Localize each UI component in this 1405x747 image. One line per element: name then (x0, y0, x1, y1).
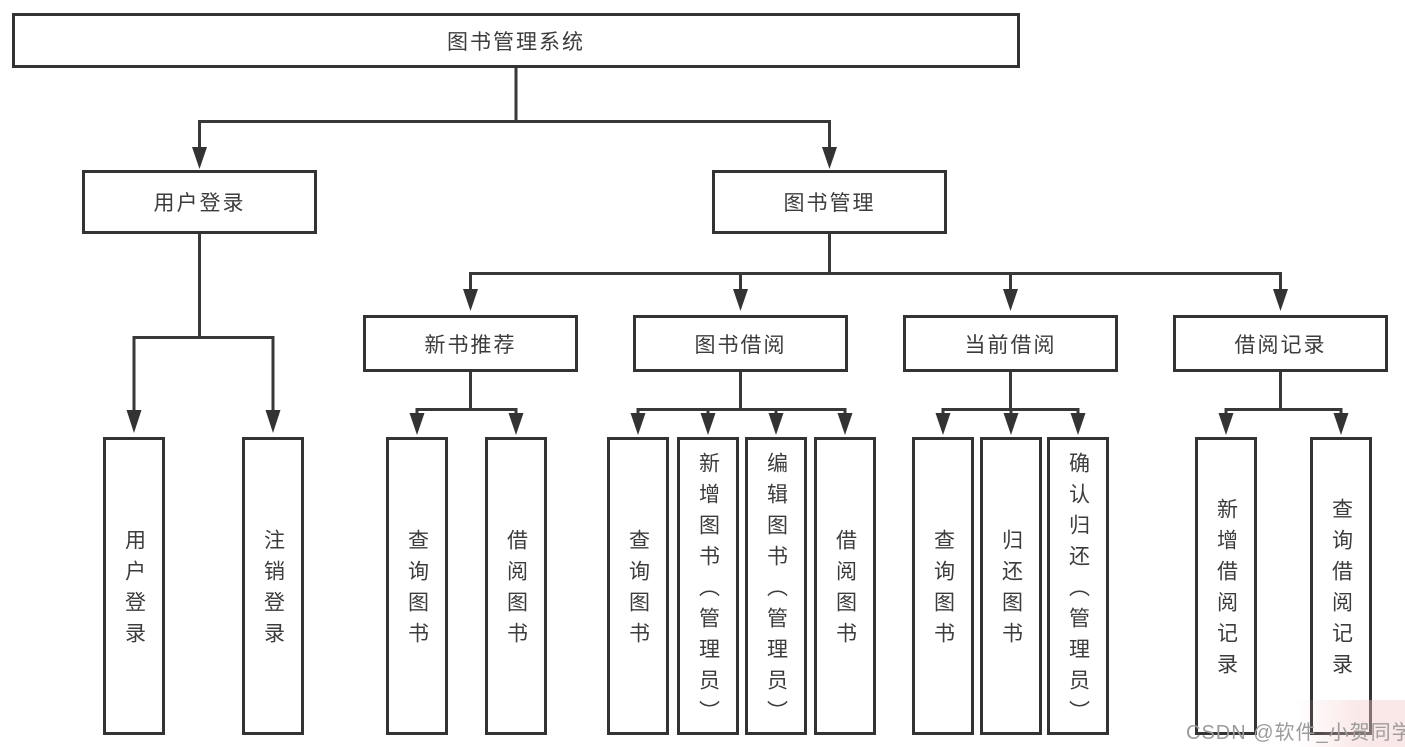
arrowheads (126, 147, 1349, 435)
node-label: 新增图书（管理员） (696, 451, 720, 731)
node-label: 当前借阅 (964, 333, 1057, 357)
node-current-borrowing: 当前借阅 (903, 315, 1118, 372)
node-label: 编辑图书（管理员） (764, 451, 788, 731)
leaf-logout: 注销登录 (242, 437, 304, 735)
leaf-return-book: 归还图书 (980, 437, 1042, 735)
leaf-add-book-admin: 新增图书（管理员） (677, 437, 739, 735)
node-label: 借阅图书 (504, 529, 528, 653)
watermark: CSDN @软件_小贺同学 (1186, 722, 1405, 744)
node-label: 新增借阅记录 (1214, 498, 1238, 684)
leaf-user-login: 用户登录 (103, 437, 165, 735)
leaf-borrow-books-1: 借阅图书 (485, 437, 547, 735)
node-label: 确认归还（管理员） (1066, 451, 1090, 731)
node-label: 借阅图书 (833, 529, 857, 653)
leaf-borrow-books-2: 借阅图书 (814, 437, 876, 735)
node-label: 图书借阅 (694, 333, 787, 357)
node-label: 新书推荐 (424, 333, 517, 357)
node-label: 查询图书 (931, 529, 955, 653)
node-label: 查询图书 (626, 529, 650, 653)
leaf-confirm-return-admin: 确认归还（管理员） (1047, 437, 1109, 735)
node-label: 用户登录 (153, 192, 246, 215)
node-label: 查询图书 (405, 529, 429, 653)
node-book-management: 图书管理 (712, 170, 947, 234)
node-label: 注销登录 (261, 529, 285, 653)
leaf-query-borrow-record: 查询借阅记录 (1310, 437, 1372, 735)
node-system-root: 图书管理系统 (12, 13, 1020, 68)
leaf-edit-book-admin: 编辑图书（管理员） (745, 437, 807, 735)
leaf-query-books-1: 查询图书 (386, 437, 448, 735)
node-label: 图书管理 (783, 192, 876, 215)
leaf-add-borrow-record: 新增借阅记录 (1195, 437, 1257, 735)
leaf-query-books-3: 查询图书 (912, 437, 974, 735)
node-book-borrowing: 图书借阅 (633, 315, 848, 372)
node-label: 归还图书 (999, 529, 1023, 653)
node-user-login-branch: 用户登录 (82, 170, 317, 234)
node-label: 查询借阅记录 (1329, 498, 1353, 684)
node-label: 借阅记录 (1234, 333, 1327, 357)
node-new-book-recommend: 新书推荐 (363, 315, 578, 372)
node-label: 用户登录 (122, 529, 146, 653)
node-borrowing-records: 借阅记录 (1173, 315, 1388, 372)
leaf-query-books-2: 查询图书 (607, 437, 669, 735)
node-label: 图书管理系统 (447, 30, 585, 54)
